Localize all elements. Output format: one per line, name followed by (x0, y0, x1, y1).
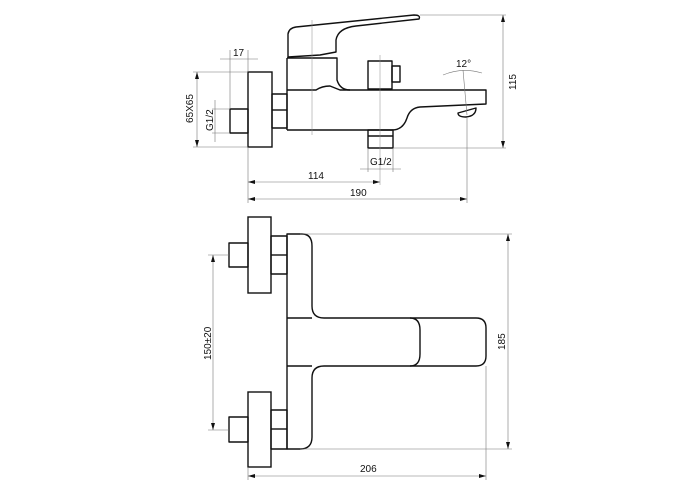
top-flange (247, 216, 272, 294)
bottom-pipe (228, 416, 249, 443)
wall-flange (247, 71, 273, 148)
diverter-knob-cap (391, 65, 401, 83)
bottom-flange (247, 391, 272, 468)
spout-body (287, 85, 487, 131)
dim-inlet-spacing: 150±20 (203, 326, 214, 360)
dim-outlet-distance: 114 (308, 171, 324, 182)
body-plate (286, 233, 487, 450)
aerator (457, 107, 477, 118)
lever-handle (287, 14, 421, 58)
top-pipe (228, 242, 249, 268)
outlet-connector (367, 129, 394, 149)
side-view: 17 65X65 G1/2 115 12° G1/2 114 190 (185, 14, 519, 203)
body-upper (287, 57, 351, 91)
dim-total-length: 190 (350, 188, 367, 199)
top-view: 150±20 185 206 (203, 216, 512, 480)
inlet-pipe (229, 108, 249, 134)
dim-height: 115 (508, 74, 519, 90)
dim-total-depth: 206 (360, 464, 377, 475)
dim-outlet-thread: G1/2 (370, 157, 392, 168)
dim-spout-angle: 12° (456, 59, 471, 70)
dim-body-height: 185 (497, 333, 508, 350)
dim-flange-depth: 17 (233, 48, 245, 59)
dim-flange-size: 65X65 (185, 94, 196, 123)
nut (271, 93, 288, 129)
dim-inlet-thread: G1/2 (205, 109, 216, 131)
